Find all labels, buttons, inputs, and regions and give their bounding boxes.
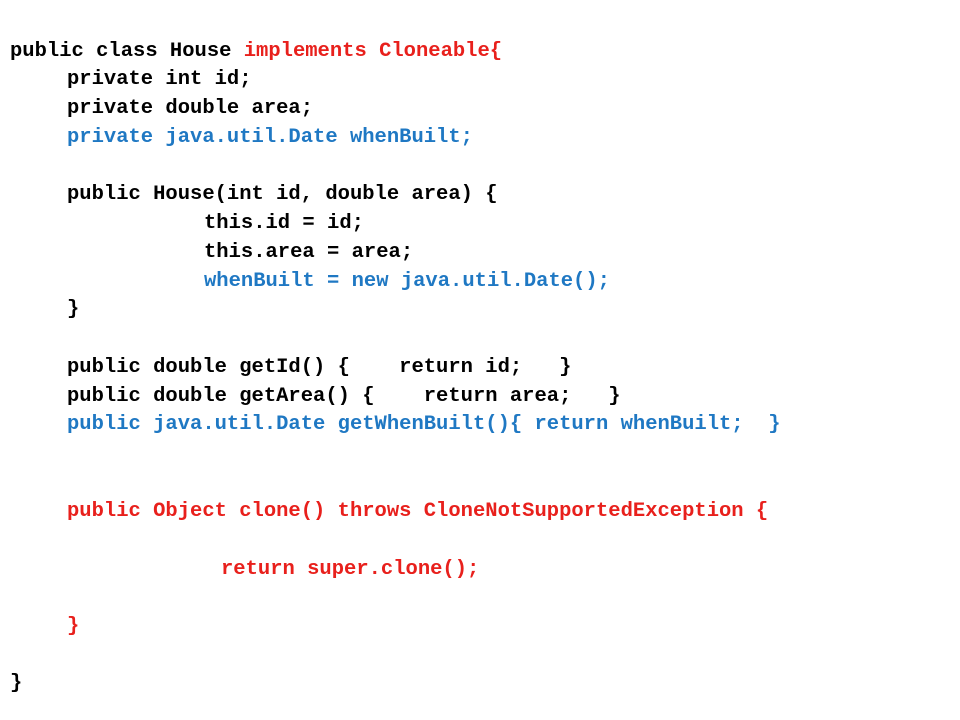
clone-method-declaration-line: public Object clone() throws CloneNotSup… — [67, 500, 769, 523]
field-id-line: private int id; — [67, 68, 252, 91]
get-when-built-method-line: public java.util.Date getWhenBuilt(){ re… — [67, 413, 781, 436]
clone-method-close-brace: } — [67, 615, 80, 638]
get-id-method-line: public double getId() { return id; } — [67, 356, 572, 379]
class-declaration-line: public class House implements Cloneable{ — [10, 38, 502, 66]
clone-return-line: return super.clone(); — [221, 558, 480, 581]
constructor-declaration-line: public House(int id, double area) { — [67, 183, 498, 206]
class-declaration-prefix: public class House — [10, 40, 244, 63]
field-when-built-line: private java.util.Date whenBuilt; — [67, 126, 473, 149]
implements-cloneable-clause: implements Cloneable{ — [243, 40, 503, 63]
constructor-assign-id-line: this.id = id; — [204, 212, 364, 235]
constructor-assign-when-built-line: whenBuilt = new java.util.Date(); — [204, 270, 610, 293]
constructor-close-brace: } — [67, 298, 80, 321]
get-area-method-line: public double getArea() { return area; } — [67, 385, 621, 408]
field-area-line: private double area; — [67, 97, 314, 120]
class-close-brace: } — [10, 672, 23, 695]
constructor-assign-area-line: this.area = area; — [204, 241, 414, 264]
